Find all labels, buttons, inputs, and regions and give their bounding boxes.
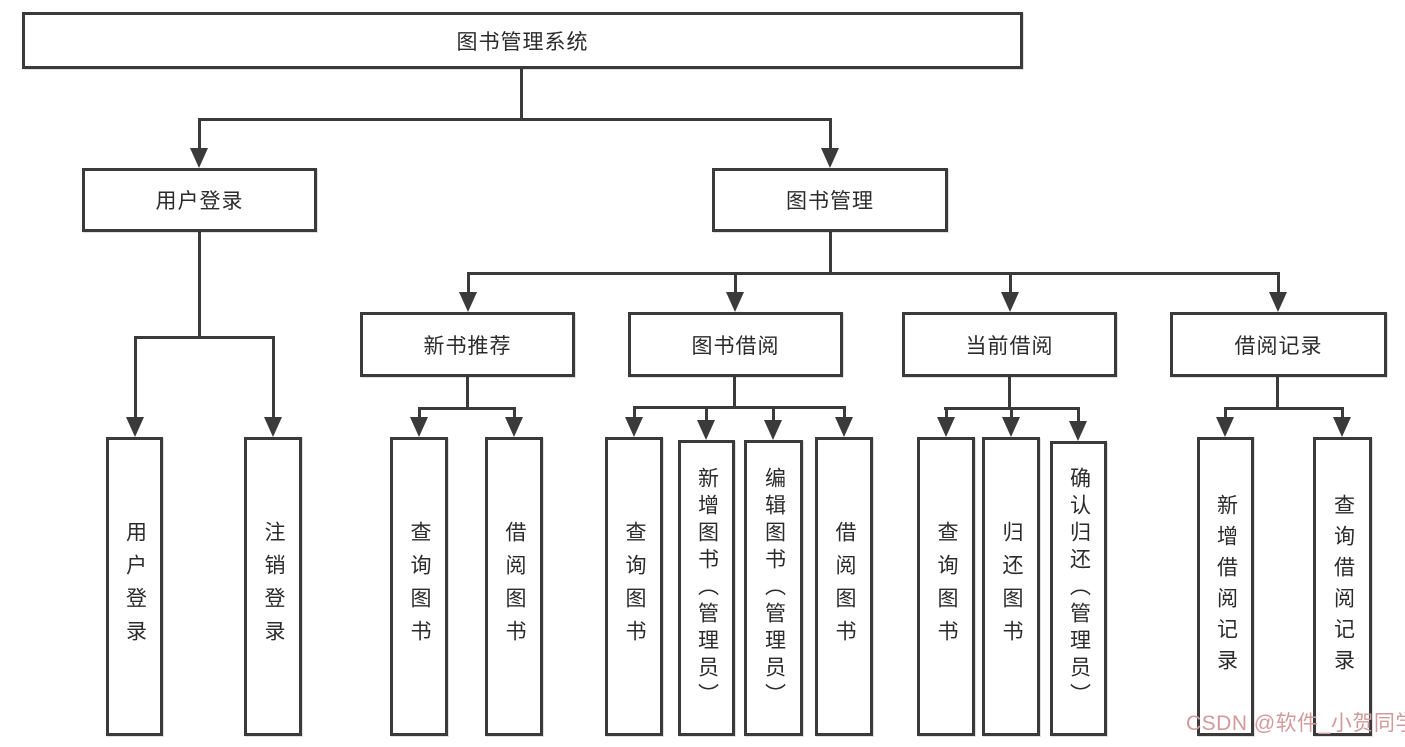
- arrowhead-down-icon: [410, 417, 428, 437]
- connector-drop: [418, 407, 421, 419]
- leaf-current-query-books-label: 查询图书: [935, 520, 958, 653]
- arrowhead-down-icon: [126, 417, 144, 437]
- connector-drop: [633, 406, 636, 419]
- leaf-logout: 注销登录: [244, 437, 302, 736]
- leaf-newbooks-borrow-books: 借阅图书: [485, 437, 543, 736]
- leaf-confirm-return-admin: 确认归还（管理员）: [1050, 441, 1107, 736]
- node-book-management: 图书管理: [712, 168, 948, 232]
- leaf-add-borrow-record: 新增借阅记录: [1197, 437, 1254, 736]
- leaf-query-borrow-record: 查询借阅记录: [1313, 437, 1372, 736]
- node-borrowing-records-label: 借阅记录: [1234, 334, 1323, 358]
- arrowhead-down-icon: [937, 417, 955, 437]
- connector-drop: [1341, 407, 1344, 419]
- node-current-borrowing: 当前借阅: [902, 312, 1117, 377]
- connector-book-borrow-bus: [633, 406, 846, 409]
- arrowhead-down-icon: [1002, 417, 1020, 437]
- leaf-borrowing-borrow-books-label: 借阅图书: [833, 520, 856, 653]
- leaf-edit-books-admin: 编辑图书（管理员）: [744, 440, 803, 736]
- leaf-query-borrow-record-label: 查询借阅记录: [1331, 493, 1355, 680]
- arrowhead-down-icon: [1069, 421, 1087, 441]
- node-book-borrowing: 图书借阅: [628, 312, 843, 377]
- node-root-label: 图书管理系统: [456, 30, 589, 54]
- leaf-logout-label: 注销登录: [262, 520, 285, 653]
- leaf-user-login-label: 用户登录: [123, 520, 147, 653]
- leaf-confirm-return-admin-label: 确认归还（管理员）: [1067, 467, 1091, 710]
- leaf-add-books-admin: 新增图书（管理员）: [678, 440, 735, 736]
- leaf-newbooks-query-books-label: 查询图书: [408, 520, 431, 653]
- leaf-edit-books-admin-label: 编辑图书（管理员）: [762, 466, 786, 710]
- arrowhead-down-icon: [1001, 292, 1019, 312]
- node-user-login: 用户登录: [82, 168, 317, 232]
- arrowhead-down-icon: [835, 417, 853, 437]
- connector-root-stub: [520, 69, 523, 118]
- connector-drop: [134, 336, 137, 419]
- connector-drop: [829, 118, 832, 150]
- connector-drop: [1009, 272, 1012, 294]
- connector-drop: [1224, 407, 1227, 419]
- leaf-borrowing-query-books-label: 查询图书: [623, 520, 646, 653]
- arrowhead-down-icon: [459, 292, 477, 312]
- leaf-add-borrow-record-label: 新增借阅记录: [1214, 493, 1238, 680]
- node-book-management-label: 图书管理: [786, 190, 874, 213]
- node-new-book-recommend: 新书推荐: [360, 312, 575, 377]
- watermark: CSDN @软件_小贺同学: [1186, 712, 1405, 735]
- connector-drop: [734, 272, 737, 294]
- leaf-newbooks-query-books: 查询图书: [390, 437, 448, 736]
- connector-drop: [1077, 407, 1080, 423]
- arrowhead-down-icon: [505, 417, 523, 437]
- connector-new-books-bus: [418, 407, 516, 410]
- connector-drop: [198, 118, 201, 150]
- node-user-login-label: 用户登录: [155, 190, 244, 213]
- leaf-borrowing-borrow-books: 借阅图书: [815, 437, 873, 736]
- arrowhead-down-icon: [625, 417, 643, 437]
- leaf-newbooks-borrow-books-label: 借阅图书: [503, 520, 526, 653]
- connector-level2-bus: [467, 272, 1280, 275]
- node-root: 图书管理系统: [22, 12, 1023, 69]
- connector-borrow-records-stub: [1276, 377, 1279, 407]
- node-borrowing-records: 借阅记录: [1170, 312, 1387, 377]
- arrowhead-down-icon: [190, 148, 208, 168]
- leaf-return-books-label: 归还图书: [1000, 520, 1023, 653]
- leaf-borrowing-query-books: 查询图书: [605, 437, 663, 736]
- connector-drop: [467, 272, 470, 294]
- connector-book-borrow-stub: [733, 377, 736, 406]
- connector-drop: [513, 407, 516, 419]
- arrowhead-down-icon: [697, 420, 715, 440]
- arrowhead-down-icon: [726, 292, 744, 312]
- connector-borrow-records-bus: [1224, 407, 1343, 410]
- node-current-borrowing-label: 当前借阅: [965, 334, 1054, 358]
- connector-user-login-stub: [198, 232, 201, 336]
- arrowhead-down-icon: [1216, 417, 1234, 437]
- arrowhead-down-icon: [1333, 417, 1351, 437]
- arrowhead-down-icon: [821, 148, 839, 168]
- node-new-book-recommend-label: 新书推荐: [423, 334, 512, 358]
- arrowhead-down-icon: [764, 420, 782, 440]
- connector-drop: [1277, 272, 1280, 294]
- connector-drop: [705, 406, 708, 422]
- node-book-borrowing-label: 图书借阅: [691, 334, 780, 358]
- leaf-return-books: 归还图书: [982, 437, 1040, 736]
- leaf-user-login: 用户登录: [106, 437, 163, 736]
- arrowhead-down-icon: [264, 417, 282, 437]
- connector-book-mgmt-stub: [829, 232, 832, 272]
- connector-drop: [772, 406, 775, 422]
- connector-user-login-bus: [134, 336, 275, 339]
- connector-drop: [843, 406, 846, 419]
- connector-drop: [272, 336, 275, 419]
- leaf-add-books-admin-label: 新增图书（管理员）: [695, 466, 719, 710]
- connector-current-borrow-stub: [1008, 377, 1011, 407]
- leaf-current-query-books: 查询图书: [917, 437, 975, 736]
- connector-new-books-stub: [466, 377, 469, 407]
- connector-drop: [945, 407, 948, 419]
- arrowhead-down-icon: [1269, 292, 1287, 312]
- connector-drop: [1010, 407, 1013, 419]
- connector-level1-bus: [198, 118, 831, 121]
